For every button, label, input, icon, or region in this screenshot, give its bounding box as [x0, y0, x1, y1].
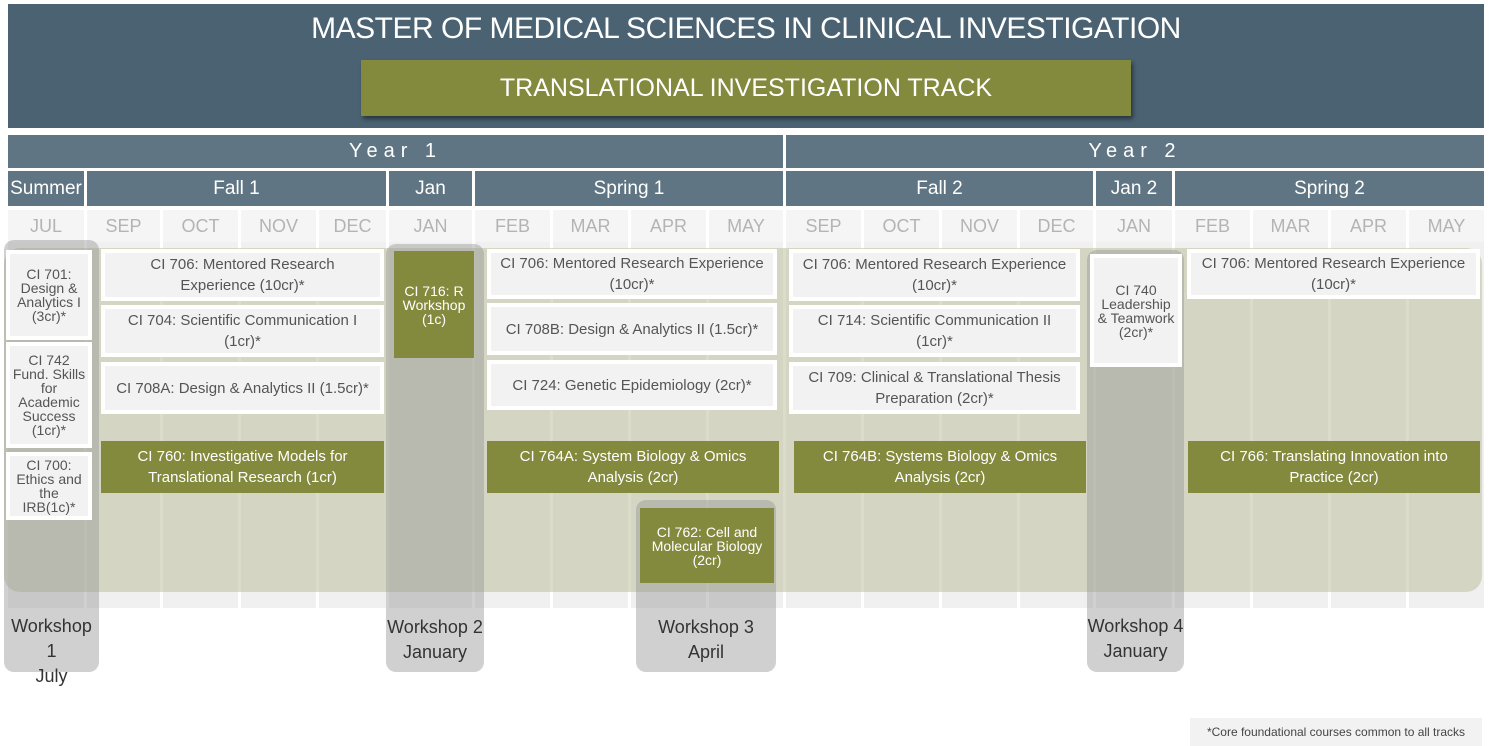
month-label: SEP: [87, 210, 160, 242]
course-ci764b: CI 764B: Systems Biology & Omics Analysi…: [794, 441, 1086, 493]
course-ci764a: CI 764A: System Biology & Omics Analysis…: [487, 441, 779, 493]
workshop-1-label: Workshop 1 July: [4, 614, 99, 689]
term-spring-1: Spring 1: [475, 171, 783, 206]
footnote: *Core foundational courses common to all…: [1190, 718, 1482, 746]
month-label: APR: [1331, 210, 1406, 242]
course-ci766: CI 766: Translating Innovation into Prac…: [1188, 441, 1480, 493]
workshop-name: Workshop 1: [11, 616, 92, 661]
term-summer: Summer: [8, 171, 84, 206]
page-title: MASTER OF MEDICAL SCIENCES IN CLINICAL I…: [311, 12, 1181, 45]
month-label: OCT: [864, 210, 939, 242]
month-label: DEC: [1020, 210, 1093, 242]
term-fall-1: Fall 1: [87, 171, 386, 206]
month-label: OCT: [163, 210, 238, 242]
course-ci701: CI 701: Design & Analytics I (3cr)*: [6, 250, 92, 340]
course-ci716: CI 716: R Workshop (1c): [394, 251, 474, 358]
course-ci708a: CI 708A: Design & Analytics II (1.5cr)*: [101, 362, 384, 414]
course-ci706-fall-2: CI 706: Mentored Research Experience (10…: [789, 249, 1080, 301]
month-label: JAN: [389, 210, 472, 242]
workshop-month: July: [35, 666, 68, 686]
month-label: NOV: [241, 210, 316, 242]
course-ci704: CI 704: Scientific Communication I (1cr)…: [101, 305, 384, 357]
course-ci742: CI 742 Fund. Skills for Academic Success…: [6, 342, 92, 448]
month-label: JUL: [8, 210, 84, 242]
course-ci714: CI 714: Scientific Communication II (1cr…: [789, 305, 1080, 357]
workshop-name: Workshop 2: [387, 617, 483, 637]
course-ci762: CI 762: Cell and Molecular Biology (2cr): [640, 508, 774, 583]
month-label: APR: [631, 210, 706, 242]
term-spring-2: Spring 2: [1175, 171, 1484, 206]
course-ci706-spring-1: CI 706: Mentored Research Experience (10…: [487, 249, 777, 299]
course-ci760: CI 760: Investigative Models for Transla…: [101, 441, 384, 493]
workshop-name: Workshop 3: [658, 617, 754, 637]
month-label: FEB: [1175, 210, 1250, 242]
year-2-header: Year 2: [786, 135, 1484, 168]
term-jan-2: Jan 2: [1096, 171, 1172, 206]
track-banner: TRANSLATIONAL INVESTIGATION TRACK: [361, 60, 1131, 116]
course-ci740: CI 740 Leadership & Teamwork (2cr)*: [1090, 254, 1182, 367]
workshop-2-label: Workshop 2 January: [386, 615, 484, 665]
month-label: NOV: [942, 210, 1017, 242]
course-ci724: CI 724: Genetic Epidemiology (2cr)*: [487, 360, 777, 410]
month-label: MAY: [709, 210, 783, 242]
workshop-month: January: [402, 642, 468, 662]
workshop-4-label: Workshop 4 January: [1087, 614, 1184, 664]
workshop-month: April: [687, 642, 724, 662]
workshop-3-label: Workshop 3 April: [636, 615, 776, 665]
year-1-header: Year 1: [8, 135, 783, 168]
course-ci709: CI 709: Clinical & Translational Thesis …: [789, 362, 1080, 414]
month-label: JAN: [1096, 210, 1172, 242]
month-label: SEP: [786, 210, 861, 242]
term-fall-2: Fall 2: [786, 171, 1093, 206]
course-ci706-fall-1: CI 706: Mentored Research Experience (10…: [101, 249, 384, 301]
workshop-month: January: [1103, 641, 1168, 661]
course-ci706-spring-2: CI 706: Mentored Research Experience (10…: [1187, 249, 1480, 299]
course-ci700: CI 700: Ethics and the IRB(1c)*: [6, 452, 92, 520]
workshop-name: Workshop 4: [1087, 616, 1184, 636]
month-label: MAR: [1253, 210, 1328, 242]
month-label: MAY: [1409, 210, 1484, 242]
month-label: FEB: [475, 210, 550, 242]
term-jan: Jan: [389, 171, 472, 206]
course-ci708b: CI 708B: Design & Analytics II (1.5cr)*: [487, 303, 777, 355]
month-label: DEC: [319, 210, 386, 242]
month-label: MAR: [553, 210, 628, 242]
